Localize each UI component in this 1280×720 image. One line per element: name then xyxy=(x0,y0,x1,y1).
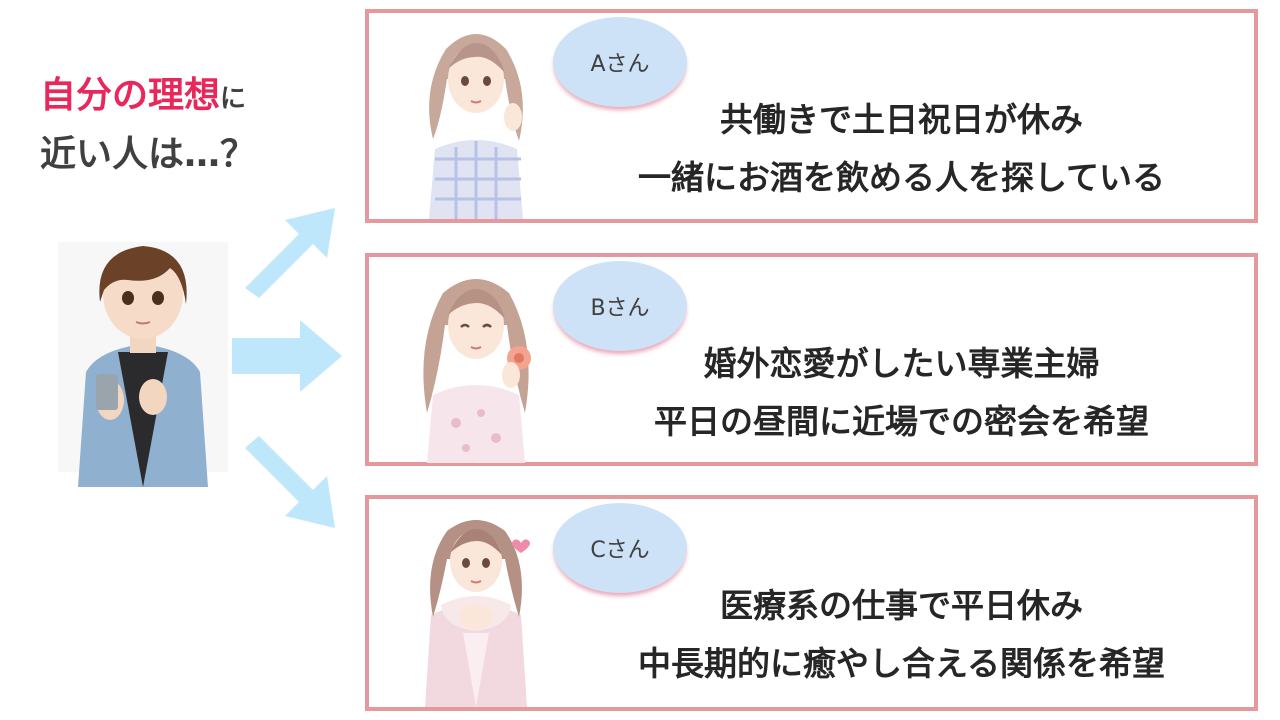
description-line2: 中長期的に癒やし合える関係を希望 xyxy=(637,644,1165,683)
woman-pink-coat-illustration xyxy=(425,520,530,707)
description-line2: 平日の昼間に近場での密会を希望 xyxy=(654,402,1149,441)
candidate-description-c: 医療系の仕事で平日休み 中長期的に癒やし合える関係を希望 xyxy=(569,577,1234,693)
question-particle: に xyxy=(220,84,247,114)
candidate-badge-b: Bさん xyxy=(553,261,687,351)
candidate-description-a: 共働きで土日祝日が休み 一緒にお酒を飲める人を探している xyxy=(569,91,1234,207)
description-line2: 一緒にお酒を飲める人を探している xyxy=(637,158,1165,197)
description-line1: 医療系の仕事で平日休み xyxy=(720,586,1083,625)
arrow-right-icon xyxy=(232,320,342,392)
candidate-description-b: 婚外恋愛がしたい専業主婦 平日の昼間に近場での密会を希望 xyxy=(569,335,1234,451)
description-line1: 共働きで土日祝日が休み xyxy=(720,100,1083,139)
arrow-up-right-icon xyxy=(245,208,335,298)
question-highlight: 自分の理想 xyxy=(40,75,221,116)
candidate-card-a: Aさん 共働きで土日祝日が休み 一緒にお酒を飲める人を探している xyxy=(365,9,1258,223)
candidate-card-b: Bさん 婚外恋愛がしたい専業主婦 平日の昼間に近場での密会を希望 xyxy=(365,253,1258,466)
man-with-smartphone-illustration xyxy=(58,242,228,487)
question-line2: 近い人は…？ xyxy=(40,134,257,175)
candidate-badge-c: Cさん xyxy=(553,503,687,593)
woman-gingham-blouse-illustration xyxy=(429,34,523,219)
candidate-card-c: Cさん 医療系の仕事で平日休み 中長期的に癒やし合える関係を希望 xyxy=(365,495,1258,711)
question-heading: 自分の理想に 近い人は…？ xyxy=(40,68,330,183)
arrow-down-right-icon xyxy=(245,436,335,528)
description-line1: 婚外恋愛がしたい専業主婦 xyxy=(703,344,1100,383)
candidate-badge-a: Aさん xyxy=(553,17,687,107)
woman-holding-flower-illustration xyxy=(423,279,531,463)
